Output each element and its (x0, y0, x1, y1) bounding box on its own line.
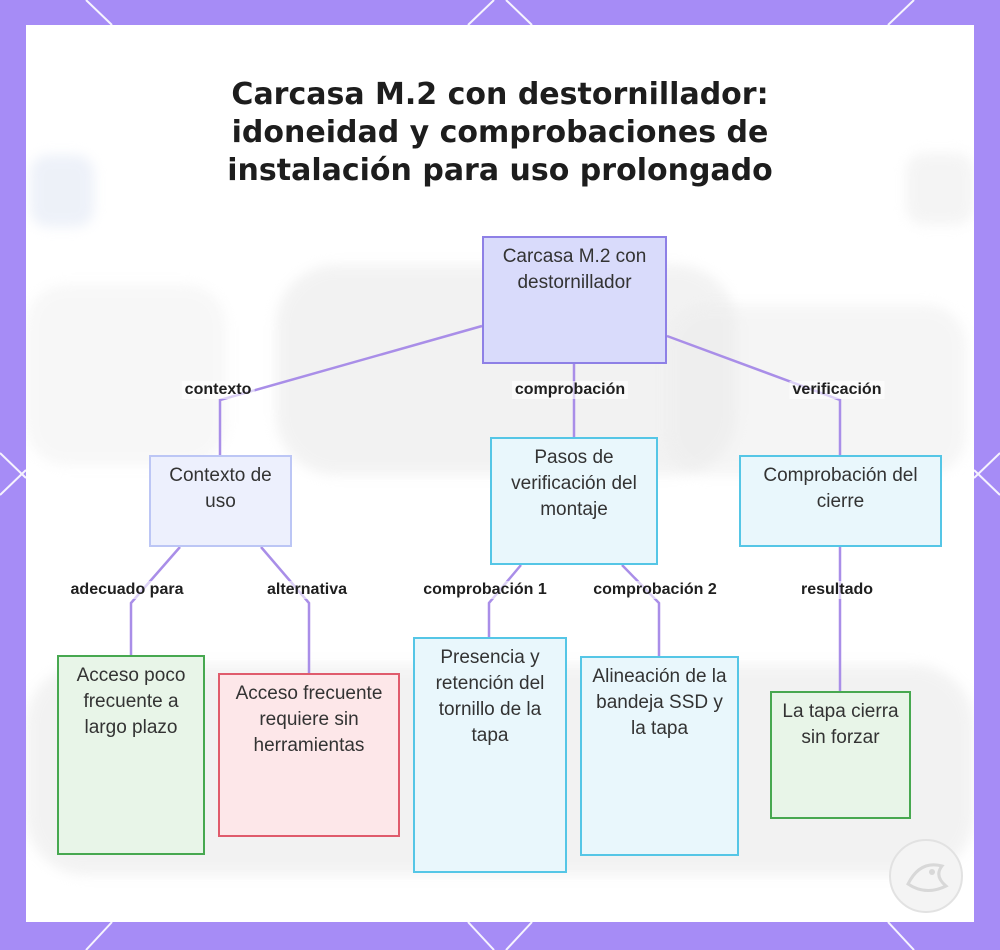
edge-context-frequent (260, 546, 311, 673)
node-context: Contexto de uso (149, 455, 292, 547)
node-tray-alignment: Alineación de la bandeja SSD y la tapa (580, 656, 739, 856)
edge-label-alternativa: alternativa (263, 581, 351, 599)
edge-steps-tray (621, 564, 661, 656)
edge-label-contexto: contexto (181, 381, 255, 399)
title-line-3: instalación para uso prolongado (227, 153, 773, 188)
edge-label-comprobacion-1: comprobación 1 (420, 581, 550, 599)
node-screw-retention: Presencia y retención del tornillo de la… (413, 637, 567, 873)
background-blur-shape (906, 153, 974, 225)
node-verification-steps: Pasos de verificación del montaje (490, 437, 658, 565)
edge-label-adecuado: adecuado para (67, 581, 187, 599)
brand-logo-icon (889, 839, 963, 913)
node-closure-check: Comprobación del cierre (739, 455, 942, 547)
node-lid-closes: La tapa cierra sin forzar (770, 691, 911, 819)
node-infrequent-access: Acceso poco frecuente a largo plazo (57, 655, 205, 855)
title-line-2: idoneidad y comprobaciones de (231, 115, 769, 150)
edge-root-context (218, 324, 483, 455)
edge-label-comprobacion: comprobación (511, 381, 629, 399)
edge-label-resultado: resultado (797, 581, 877, 599)
edge-context-infrequent (129, 546, 181, 655)
edge-label-verificacion: verificación (789, 381, 885, 399)
edge-steps-screw (487, 564, 522, 637)
edge-label-comprobacion-2: comprobación 2 (590, 581, 720, 599)
background-blur-shape (30, 155, 94, 227)
node-frequent-access: Acceso frecuente requiere sin herramient… (218, 673, 400, 837)
title-line-1: Carcasa M.2 con destornillador: (231, 77, 769, 112)
edge-root-closure (666, 334, 842, 455)
node-root: Carcasa M.2 con destornillador (482, 236, 667, 364)
diagram-title: Carcasa M.2 con destornillador: idoneida… (0, 76, 1000, 190)
background-blur-shape (26, 285, 226, 465)
